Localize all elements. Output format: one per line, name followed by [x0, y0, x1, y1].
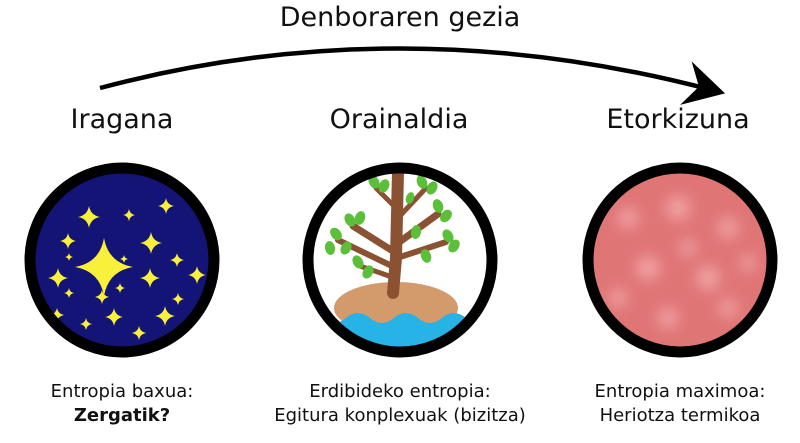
caption-present-line1: Erdibideko entropia:	[309, 381, 491, 402]
label-present: Orainaldia	[329, 104, 469, 135]
caption-past-line1: Entropia baxua:	[50, 381, 194, 402]
label-future: Etorkizuna	[606, 104, 750, 135]
starry-sky-image	[20, 158, 224, 362]
caption-future-line1: Entropia maximoa:	[594, 381, 766, 402]
tree-island-image	[298, 158, 502, 362]
heat-death-image	[578, 158, 782, 362]
caption-present: Erdibideko entropia: Egitura konplexuak …	[260, 380, 540, 428]
caption-present-line2: Egitura konplexuak (bizitza)	[274, 405, 526, 426]
caption-past-line2: Zergatik?	[73, 405, 171, 426]
caption-past: Entropia baxua: Zergatik?	[0, 380, 262, 428]
caption-future: Entropia maximoa: Heriotza termikoa	[540, 380, 800, 428]
diagram-title: Denboraren gezia	[279, 2, 521, 33]
label-past: Iragana	[70, 104, 174, 135]
caption-future-line2: Heriotza termikoa	[599, 405, 761, 426]
